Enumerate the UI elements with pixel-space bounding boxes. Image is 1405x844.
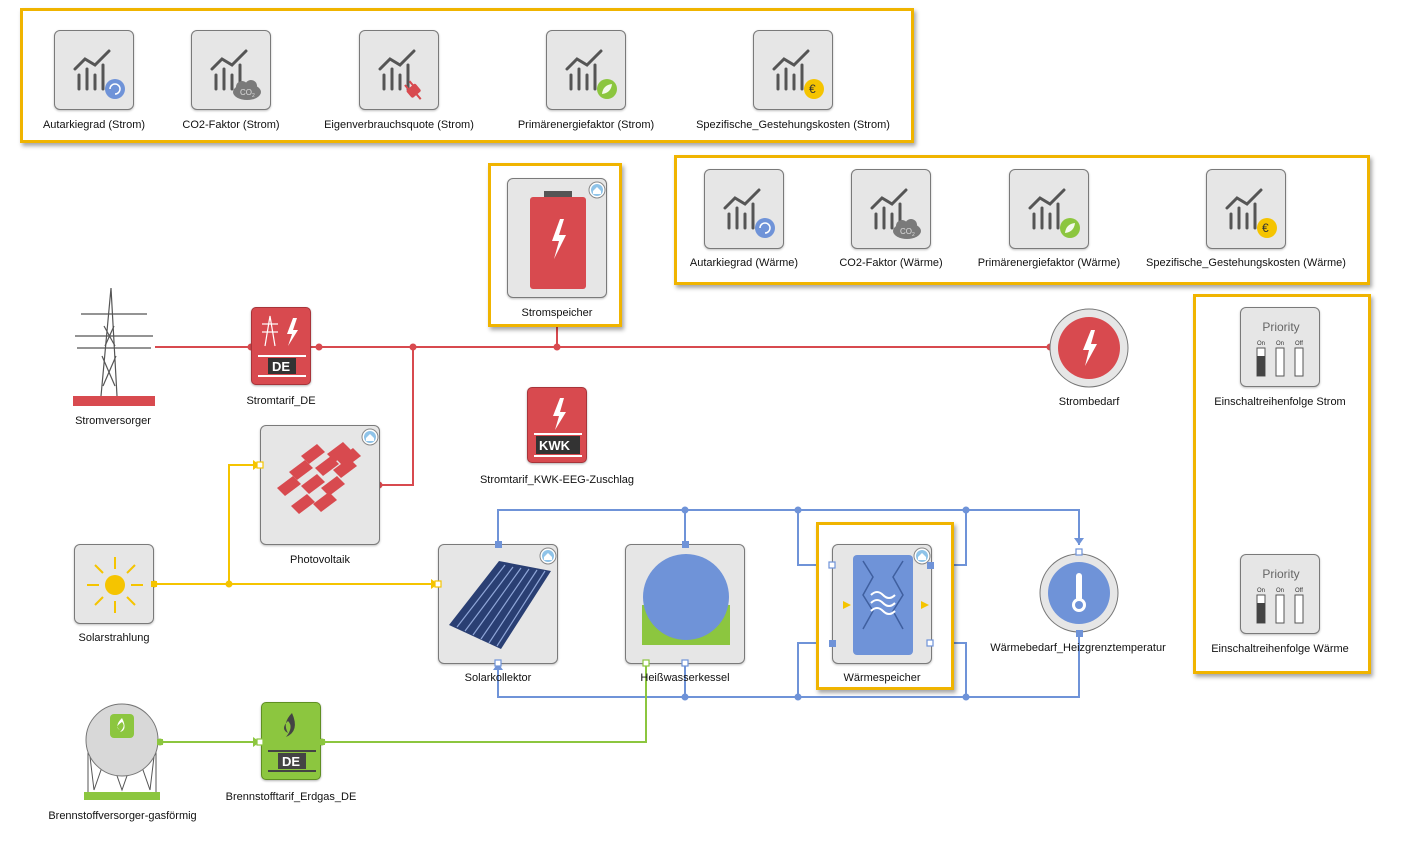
electric-demand-icon: [1049, 308, 1129, 388]
solar-lines: [154, 464, 438, 585]
svg-text:CO: CO: [900, 227, 912, 236]
chart-trend-icon: [210, 49, 248, 91]
power-tower-icon: [73, 287, 155, 406]
waermebedarf-label: Wärmebedarf_Heizgrenztemperatur: [990, 642, 1166, 654]
svg-text:€: €: [1262, 221, 1269, 235]
co2-cloud-icon: CO 2: [893, 219, 921, 239]
brennstoffversorger-label: Brennstoffversorger-gasförmig: [48, 810, 197, 822]
home-badge-icon: [361, 428, 379, 446]
svg-text:On: On: [1257, 341, 1265, 347]
chart-trend-icon: [1028, 188, 1066, 230]
waermespeicher-label: Wärmespeicher: [843, 672, 921, 684]
solar-collector-icon: [449, 561, 551, 649]
stromspeicher-label: Stromspeicher: [521, 307, 593, 319]
chart-trend-icon: [772, 49, 810, 91]
kpi-label: Primärenergiefaktor (Wärme): [977, 257, 1121, 269]
kpi-label: CO2-Faktor (Wärme): [839, 257, 943, 269]
kpi-label: Eigenverbrauchsquote (Strom): [324, 119, 474, 131]
refresh-icon: [755, 218, 775, 238]
home-badge-icon: [913, 547, 931, 565]
svg-text:CO: CO: [240, 88, 252, 97]
strombedarf-label: Strombedarf: [1058, 396, 1120, 408]
chart-trend-icon: [73, 49, 111, 91]
svg-text:2: 2: [912, 232, 915, 238]
kpi-label: Spezifische_Gestehungskosten (Wärme): [1146, 257, 1346, 269]
euro-icon: €: [804, 79, 824, 99]
euro-icon: €: [1257, 218, 1277, 238]
chart-trend-icon: [1225, 188, 1263, 230]
priority-strom-label: Einschaltreihenfolge Strom: [1214, 396, 1346, 408]
kpi-label: CO2-Faktor (Strom): [182, 119, 280, 131]
chart-trend-icon: [723, 188, 761, 230]
svg-text:On: On: [1257, 588, 1265, 594]
co2-cloud-icon: CO 2: [233, 80, 261, 100]
stromversorger-node[interactable]: Stromversorger: [71, 286, 157, 427]
chart-trend-icon: [565, 49, 603, 91]
chart-trend-icon: [378, 49, 416, 91]
tariff-kwk-icon: KWK: [534, 398, 582, 457]
brennstoffversorger-node[interactable]: Brennstoffversorger-gasförmig: [48, 700, 197, 822]
svg-text:KWK: KWK: [539, 438, 571, 453]
solarkollektor-label: Solarkollektor: [464, 672, 532, 684]
stromtarif-kwk-label: Stromtarif_KWK-EEG-Zuschlag: [479, 474, 635, 486]
kpi-label: Autarkiegrad (Strom): [42, 119, 146, 131]
photovoltaik-label: Photovoltaik: [290, 554, 350, 566]
heat-demand-icon: [1039, 553, 1119, 633]
priority-title: Priority: [1262, 567, 1300, 581]
gas-lines: [160, 663, 647, 743]
heisswasserkessel-label: Heißwasserkessel: [640, 672, 730, 684]
solar-panel-icon: [277, 442, 361, 514]
strombedarf-node[interactable]: Strombedarf: [1048, 308, 1130, 408]
sun-icon: [87, 557, 143, 613]
leaf-icon: [597, 79, 617, 99]
priority-waerme-label: Einschaltreihenfolge Wärme: [1211, 643, 1349, 655]
tariff-power-icon: DE: [258, 315, 306, 377]
brennstofftarif-label: Brennstofftarif_Erdgas_DE: [225, 791, 357, 803]
svg-text:Off: Off: [1295, 341, 1303, 347]
svg-text:2: 2: [252, 93, 255, 99]
leaf-icon: [1060, 218, 1080, 238]
kpi-label: Spezifische_Gestehungskosten (Strom): [696, 119, 890, 131]
svg-text:Off: Off: [1295, 588, 1303, 594]
priority-switches-icon: On On Off: [1256, 588, 1304, 624]
kpi-label: Autarkiegrad (Wärme): [689, 257, 799, 269]
svg-text:On: On: [1276, 588, 1284, 594]
svg-text:DE: DE: [282, 754, 300, 769]
priority-switches-icon: On On Off: [1256, 341, 1304, 377]
tariff-gas-icon: DE: [268, 713, 316, 772]
stromversorger-label: Stromversorger: [75, 415, 151, 427]
waermebedarf-node[interactable]: Wärmebedarf_Heizgrenztemperatur: [990, 553, 1166, 654]
priority-title: Priority: [1262, 320, 1300, 334]
kpi-label: Primärenergiefaktor (Strom): [517, 119, 655, 131]
gas-tank-icon: [84, 703, 160, 800]
stromtarif-de-label: Stromtarif_DE: [246, 395, 316, 407]
svg-text:On: On: [1276, 341, 1284, 347]
battery-icon: [530, 191, 586, 289]
refresh-icon: [105, 79, 125, 99]
svg-text:DE: DE: [272, 359, 290, 374]
solarstrahlung-label: Solarstrahlung: [78, 632, 150, 644]
heat-storage-icon: [843, 555, 929, 655]
boiler-icon: [642, 554, 730, 645]
home-badge-icon: [539, 547, 557, 565]
plug-icon: [404, 80, 422, 100]
svg-text:€: €: [809, 82, 816, 96]
home-badge-icon: [588, 181, 606, 199]
heat-lines: [497, 509, 1080, 698]
